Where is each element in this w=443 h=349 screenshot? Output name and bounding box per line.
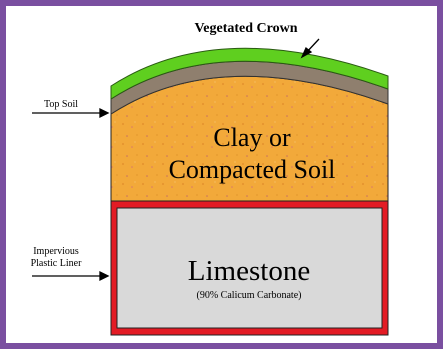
topsoil-label: Top Soil — [44, 99, 78, 110]
liner-arrow — [32, 272, 108, 280]
limestone-sublabel: (90% Calicum Carbonate) — [197, 290, 302, 301]
liner-label-line2: Plastic Liner — [31, 258, 82, 269]
liner-label-line1: Impervious — [33, 246, 79, 257]
topsoil-arrow — [32, 109, 108, 117]
clay-label-line1: Clay or — [213, 123, 291, 152]
clay-label-line2: Compacted Soil — [169, 155, 336, 184]
crown-label: Vegetated Crown — [194, 21, 297, 36]
limestone-label: Limestone — [188, 255, 310, 287]
